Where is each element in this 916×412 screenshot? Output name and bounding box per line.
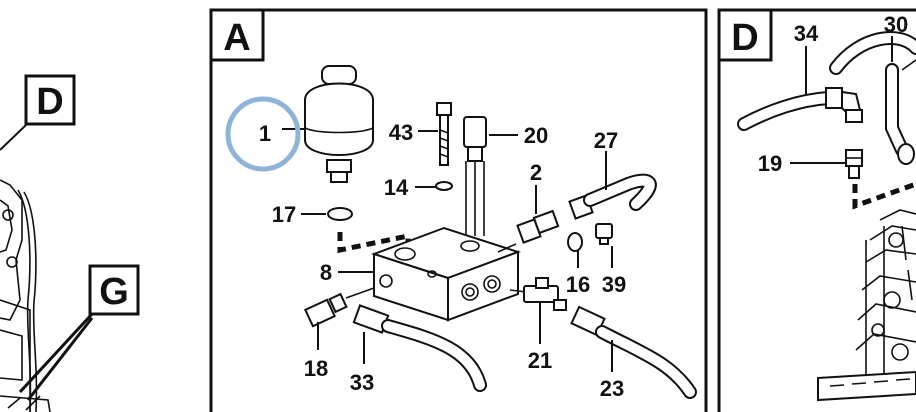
fitting-2-drawing — [497, 209, 560, 253]
left-machine-drawing — [0, 179, 51, 412]
label-part-30: 30 — [884, 12, 908, 37]
leader-d — [0, 124, 27, 151]
callout-d: D — [36, 81, 63, 123]
oring-16-drawing — [567, 232, 583, 252]
label-part-39: 39 — [602, 272, 626, 297]
panel-d-dashed-connection — [852, 181, 916, 210]
oring-17-drawing — [327, 207, 353, 221]
label-part-18: 18 — [304, 356, 328, 381]
panel-d-letter: D — [731, 17, 758, 59]
panel-d-tag — [717, 8, 773, 62]
label-part-8: 8 — [320, 260, 332, 285]
bolt-drawing — [436, 102, 452, 166]
panel-a: A — [209, 8, 708, 412]
hose-23-drawing — [570, 305, 697, 399]
left-panel: D G — [0, 74, 140, 412]
valve-block-drawing — [370, 226, 522, 322]
panel-a-leaders — [282, 128, 613, 372]
label-part-23: 23 — [600, 376, 624, 401]
hose-30-drawing — [829, 30, 916, 165]
valve-bank-drawing — [817, 209, 916, 402]
dashed-connection — [337, 232, 411, 260]
panel-a-letter: A — [223, 17, 250, 59]
label-part-14: 14 — [384, 175, 409, 200]
leader-g-2 — [26, 317, 94, 401]
label-part-2: 2 — [530, 160, 542, 185]
elbow-18-drawing — [303, 287, 375, 328]
label-part-19: 19 — [758, 151, 782, 176]
callout-box-g — [88, 264, 140, 316]
callout-box-d — [24, 74, 76, 126]
leader-g — [18, 312, 94, 394]
callout-g: G — [99, 271, 129, 313]
label-part-33: 33 — [350, 370, 374, 395]
label-part-43: 43 — [389, 120, 413, 145]
plug-39-drawing — [595, 223, 613, 245]
label-part-1: 1 — [259, 121, 271, 146]
hose-27-drawing — [568, 173, 657, 220]
fitting-19-drawing — [845, 149, 863, 179]
label-part-17: 17 — [272, 202, 296, 227]
panel-d-frame — [717, 8, 916, 412]
label-part-34: 34 — [794, 21, 819, 46]
highlight-circle — [225, 96, 301, 172]
hose-33-drawing — [352, 304, 487, 392]
fitting-20-drawing — [463, 116, 487, 236]
panel-d: D — [717, 8, 916, 412]
label-part-16: 16 — [566, 272, 590, 297]
label-part-20: 20 — [524, 123, 548, 148]
label-part-21: 21 — [528, 348, 552, 373]
label-part-27: 27 — [594, 128, 618, 153]
panel-a-tag — [209, 8, 265, 62]
accumulator-drawing — [304, 65, 374, 183]
washer-drawing — [435, 181, 453, 191]
hose-34-drawing — [737, 87, 863, 131]
